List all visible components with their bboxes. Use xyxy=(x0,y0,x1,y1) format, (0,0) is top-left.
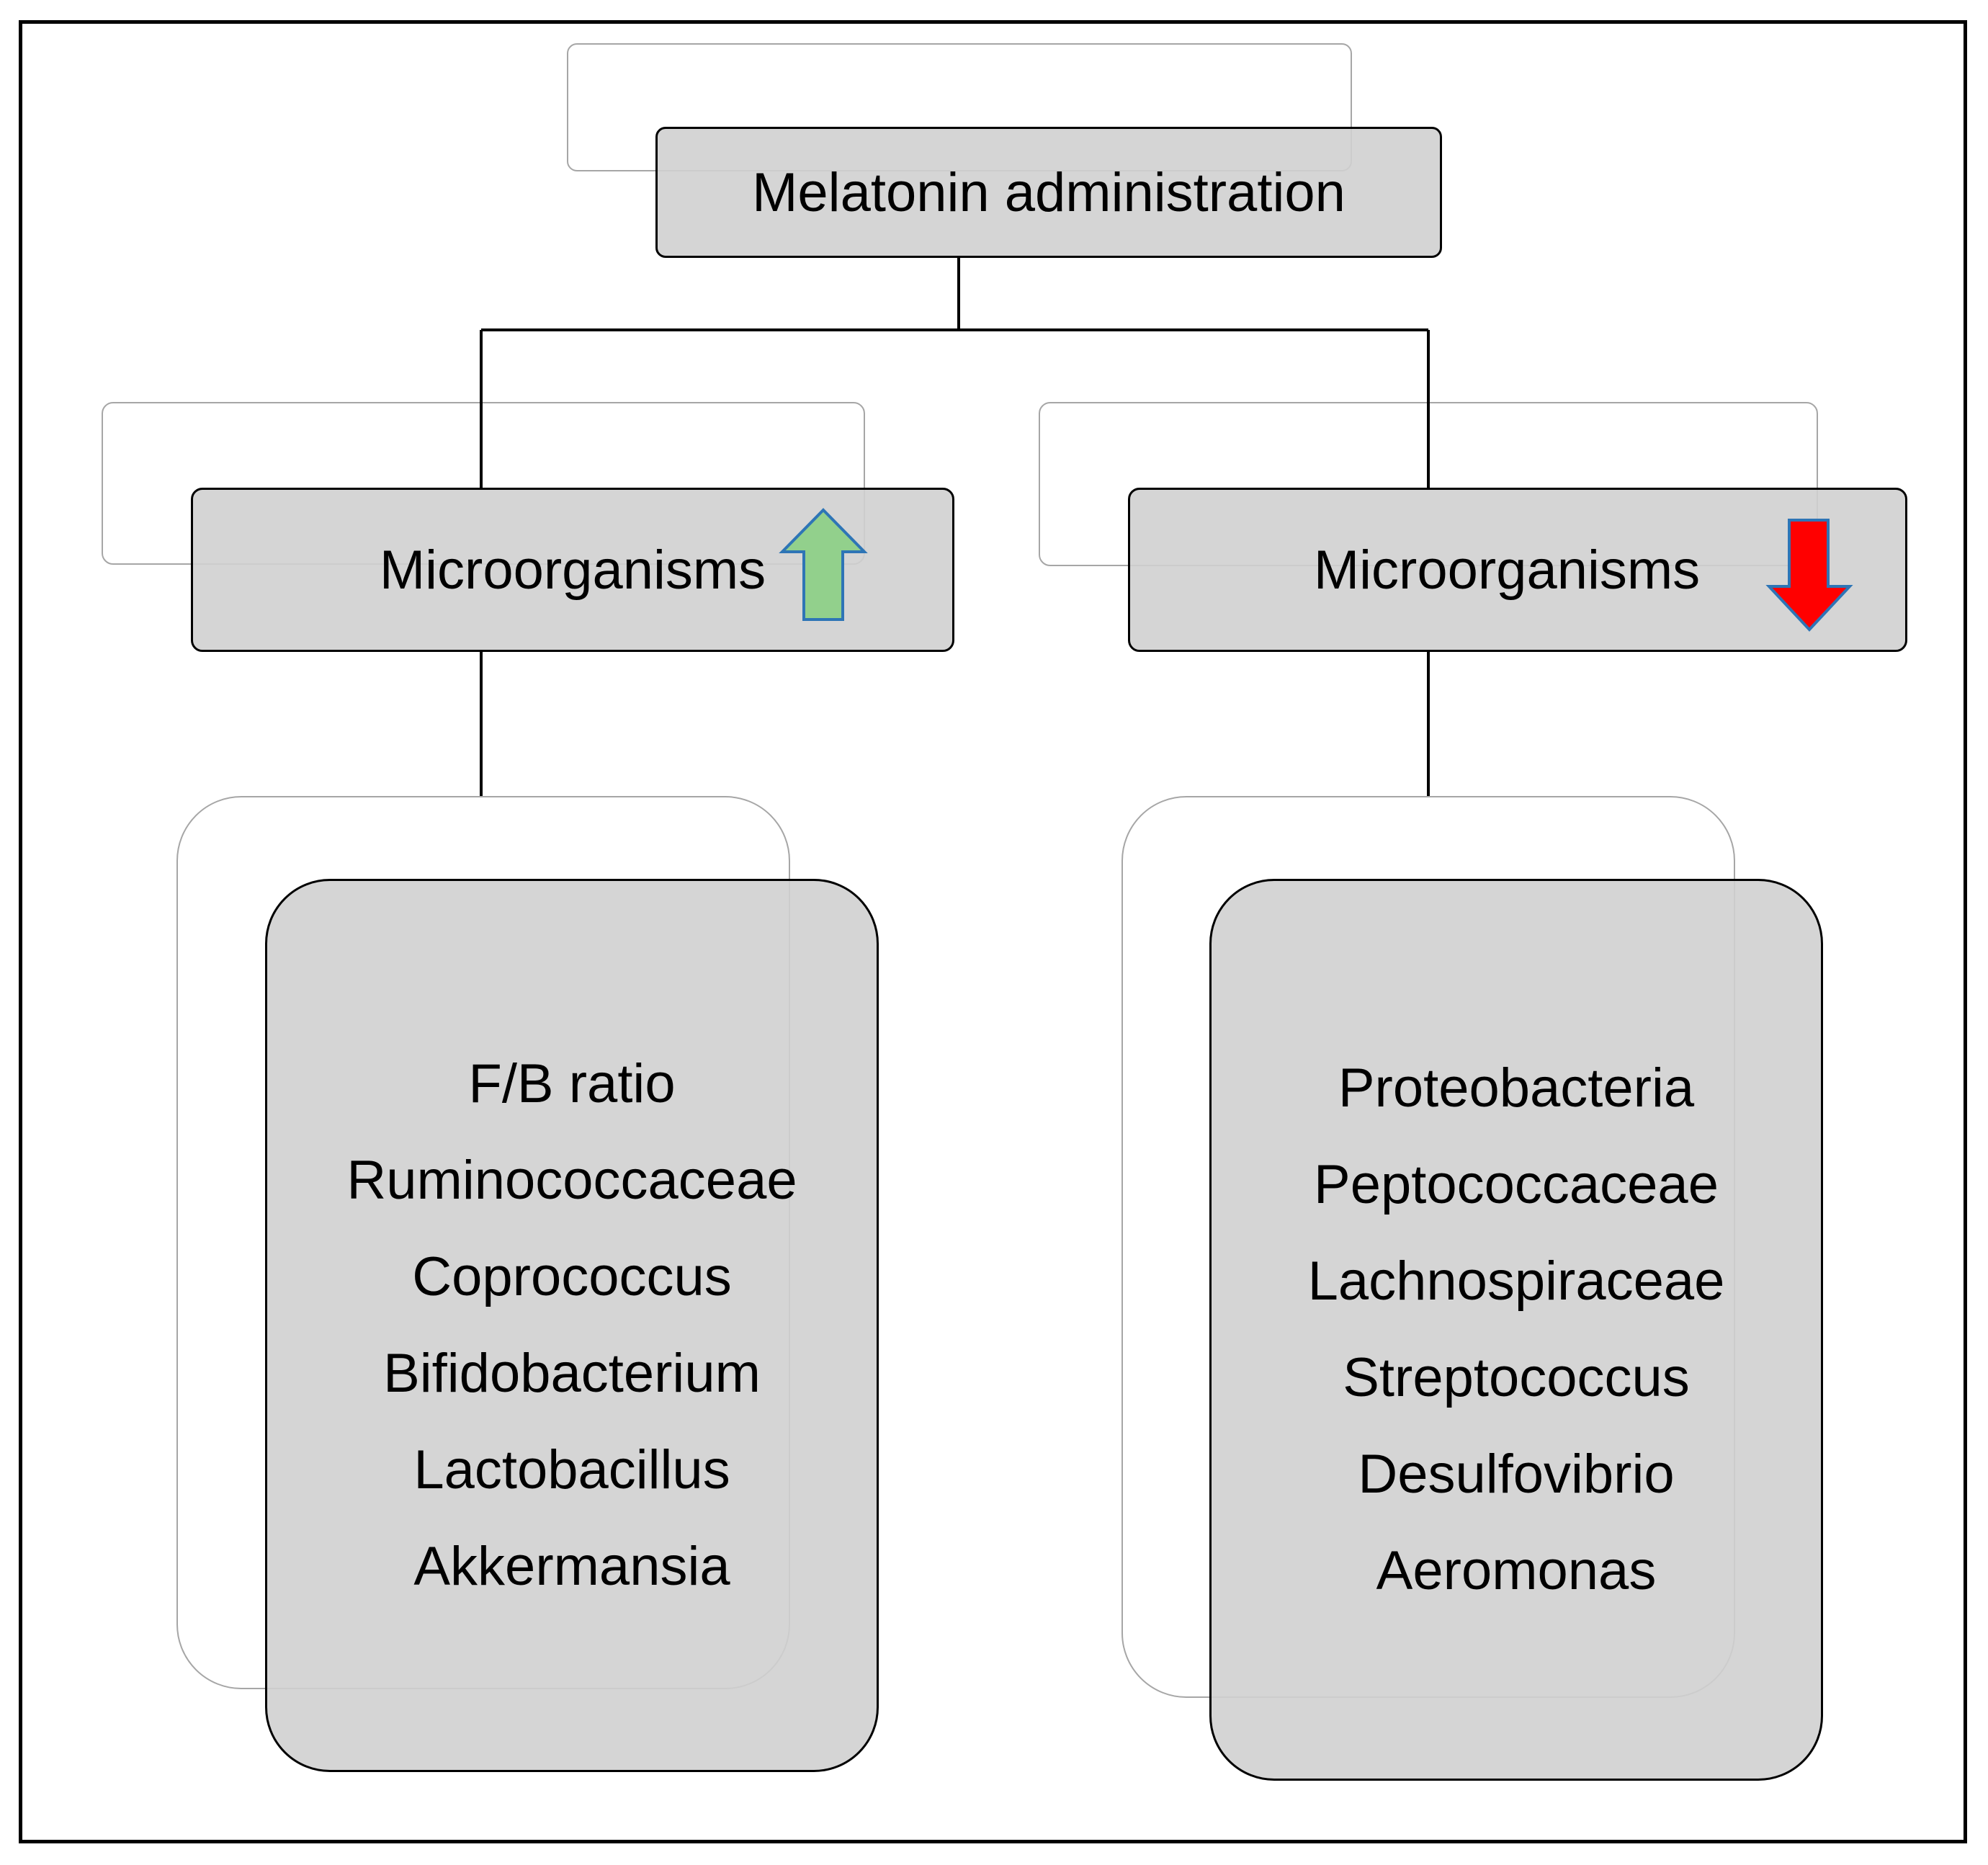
list-item: Bifidobacterium xyxy=(383,1343,761,1404)
list-item: Aeromonas xyxy=(1376,1540,1657,1601)
list-item: Proteobacteria xyxy=(1338,1057,1695,1119)
left-header-label: Microorganisms xyxy=(379,539,766,601)
right-header-label: Microorganisms xyxy=(1313,539,1701,601)
figure-frame xyxy=(19,20,1967,1843)
list-item: Lachnospiraceae xyxy=(1307,1251,1725,1312)
left-increased-list: F/B ratio Ruminococcaceae Coprococcus Bi… xyxy=(265,879,879,1772)
list-item: F/B ratio xyxy=(468,1053,676,1114)
down-arrow-icon xyxy=(1765,519,1853,632)
list-item: Ruminococcaceae xyxy=(346,1150,797,1211)
list-item: Coprococcus xyxy=(412,1246,732,1307)
list-item: Desulfovibrio xyxy=(1358,1444,1675,1505)
list-item: Akkermansia xyxy=(413,1536,730,1597)
list-item: Lactobacillus xyxy=(413,1439,730,1501)
root-node: Melatonin administration xyxy=(655,127,1442,258)
right-decreased-list: Proteobacteria Peptococcaceae Lachnospir… xyxy=(1209,879,1823,1781)
list-item: Streptococcus xyxy=(1343,1347,1690,1408)
right-header-node: Microorganisms xyxy=(1128,488,1907,652)
root-node-label: Melatonin administration xyxy=(752,161,1346,223)
up-arrow-icon xyxy=(779,508,868,621)
list-item: Peptococcaceae xyxy=(1314,1154,1719,1215)
